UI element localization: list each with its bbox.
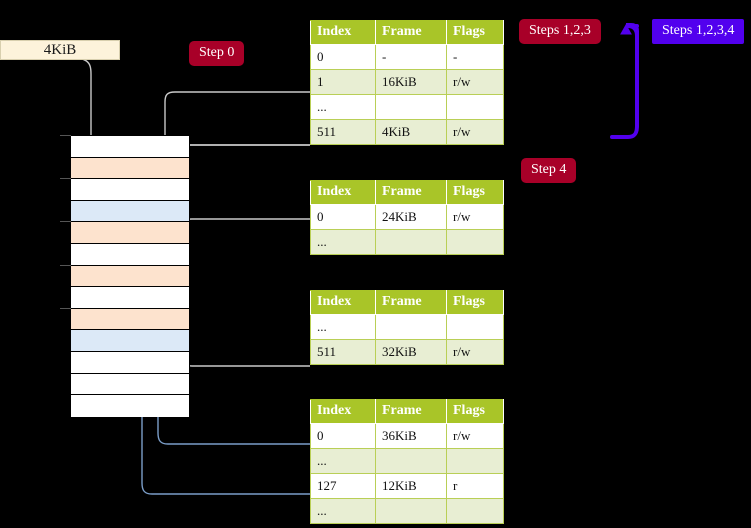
cell-flags: r	[446, 473, 504, 499]
badge-step0: Step 0	[189, 41, 245, 66]
memory-frame	[71, 373, 189, 396]
cell-index: ...	[310, 314, 376, 340]
column-header-index: Index	[310, 180, 376, 205]
table-row: ...	[310, 448, 504, 474]
memory-tick	[60, 221, 71, 223]
column-header-index: Index	[310, 290, 376, 315]
cell-flags: r/w	[446, 119, 504, 145]
cell-flags	[446, 498, 504, 524]
column-header-flags: Flags	[446, 20, 504, 45]
wire-steps-return	[610, 23, 639, 139]
cell-flags	[446, 448, 504, 474]
wire-pdpt-row0	[181, 218, 310, 262]
cell-frame: 24KiB	[375, 204, 447, 230]
wire-pml4-row511	[177, 144, 310, 156]
memory-frame	[71, 308, 189, 331]
cell-index: ...	[310, 498, 376, 524]
cell-frame	[375, 448, 447, 474]
memory-tick	[60, 178, 71, 180]
badge-steps-123: Steps 1,2,3	[519, 19, 601, 44]
badge-step4: Step 4	[521, 158, 577, 183]
column-header-index: Index	[310, 399, 376, 424]
cell-index: ...	[310, 448, 376, 474]
memory-tick	[60, 264, 71, 266]
column-header-frame: Frame	[375, 399, 447, 424]
frame-size-label: 4KiB	[0, 40, 120, 60]
memory-frame	[71, 179, 189, 201]
cell-flags	[446, 94, 504, 120]
memory-tick	[60, 307, 71, 309]
cell-flags: r/w	[446, 339, 504, 365]
memory-frame	[71, 136, 189, 158]
table-row: ...	[310, 94, 504, 120]
cell-frame	[375, 229, 447, 255]
memory-frame	[71, 222, 189, 244]
memory-frame	[71, 287, 189, 309]
cell-index: 1	[310, 69, 376, 95]
cell-frame: 32KiB	[375, 339, 447, 365]
table-row: 0--	[310, 44, 504, 70]
memory-frame	[71, 265, 189, 288]
cell-index: ...	[310, 229, 376, 255]
cell-flags	[446, 314, 504, 340]
cell-frame: 36KiB	[375, 423, 447, 449]
cell-flags: r/w	[446, 204, 504, 230]
memory-frame	[71, 157, 189, 180]
cell-index: 127	[310, 473, 376, 499]
memory-frame	[71, 330, 189, 352]
cell-flags: -	[446, 44, 504, 70]
cell-index: 0	[310, 423, 376, 449]
badge-steps-1234: Steps 1,2,3,4	[652, 19, 745, 44]
column-header-flags: Flags	[446, 290, 504, 315]
physical-memory-column	[70, 135, 190, 417]
cell-frame	[375, 498, 447, 524]
column-header-frame: Frame	[375, 290, 447, 315]
cell-index: 0	[310, 44, 376, 70]
cell-flags: r/w	[446, 69, 504, 95]
cell-frame: 16KiB	[375, 69, 447, 95]
memory-frame	[71, 243, 189, 266]
column-header-frame: Frame	[375, 180, 447, 205]
memory-frame	[71, 395, 189, 417]
column-header-index: Index	[310, 20, 376, 45]
column-header-flags: Flags	[446, 180, 504, 205]
cell-frame: 12KiB	[375, 473, 447, 499]
cell-flags: r/w	[446, 423, 504, 449]
cell-frame	[375, 94, 447, 120]
cell-frame	[375, 314, 447, 340]
cell-index: 511	[310, 339, 376, 365]
cell-frame: 4KiB	[375, 119, 447, 145]
memory-frame	[71, 351, 189, 374]
cell-flags	[446, 229, 504, 255]
wire-pd-row511	[175, 306, 310, 367]
table-row: ...	[310, 314, 504, 340]
column-header-flags: Flags	[446, 399, 504, 424]
column-header-frame: Frame	[375, 20, 447, 45]
memory-tick	[60, 135, 71, 136]
cell-index: 511	[310, 119, 376, 145]
cell-index: 0	[310, 204, 376, 230]
table-row: ...	[310, 498, 504, 524]
memory-frame	[71, 200, 189, 223]
table-row: ...	[310, 229, 504, 255]
cell-frame: -	[375, 44, 447, 70]
cell-index: ...	[310, 94, 376, 120]
